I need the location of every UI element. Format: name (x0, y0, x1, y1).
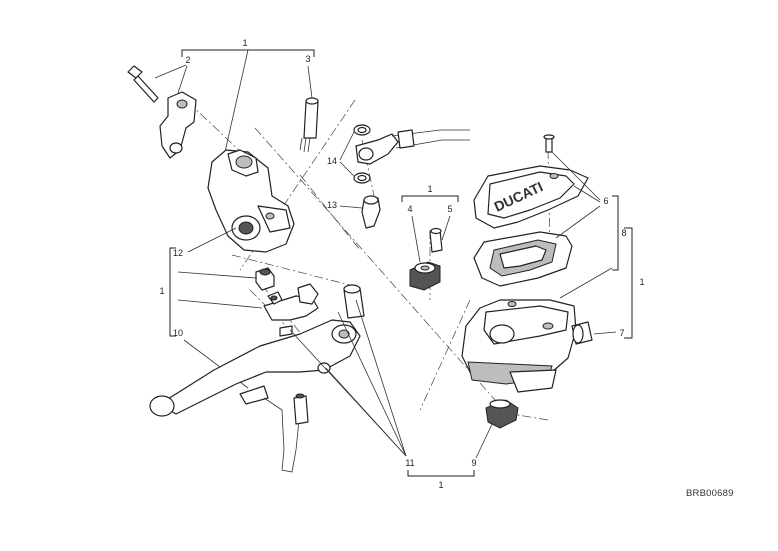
small-bush (255, 267, 275, 291)
clamp-screw (127, 65, 159, 103)
callout-10: 10 (173, 328, 183, 338)
callout-4: 4 (407, 204, 412, 214)
pivot-pin (299, 97, 319, 153)
lever-adjuster (263, 283, 319, 337)
rubber-boot (485, 399, 519, 429)
banjo-fitting: 14 13 (327, 124, 470, 229)
callout-group-right: 6 8 1 7 (551, 151, 645, 339)
callout-group-middle: 1 4 5 (401, 184, 459, 263)
reservoir-stud (429, 227, 443, 253)
callout-group-top: 1 2 3 (154, 38, 315, 153)
callout-1-mid: 1 (427, 184, 432, 194)
callout-2: 2 (185, 55, 190, 65)
lever-bush (343, 284, 365, 319)
fluid-reservoir (461, 299, 577, 393)
callout-1-left: 1 (159, 286, 164, 296)
callout-group-bottom-left: 11 1 9 (289, 299, 495, 490)
master-cylinder-body (207, 149, 295, 253)
callout-8: 8 (621, 228, 626, 238)
callout-1-right: 1 (639, 277, 644, 287)
callout-5: 5 (447, 204, 452, 214)
callout-11: 11 (405, 458, 414, 468)
callout-1-top: 1 (242, 38, 247, 48)
reservoir-grommet (409, 261, 441, 291)
callout-12: 12 (173, 248, 183, 258)
reservoir-cap-screw (543, 134, 555, 153)
brake-light-switch (239, 385, 309, 473)
callout-9: 9 (471, 458, 476, 468)
sight-glass-seal (571, 321, 593, 345)
callout-13: 13 (327, 200, 337, 210)
callout-group-left: 12 1 (159, 227, 263, 337)
callout-1-bottom: 1 (438, 480, 443, 490)
reservoir-diaphragm (473, 231, 573, 287)
drawing-code: BRB00689 (686, 488, 734, 499)
callout-6: 6 (603, 196, 608, 206)
callout-7: 7 (619, 328, 624, 338)
brake-lever: 10 (149, 319, 361, 417)
reservoir-cap: DUCATI (473, 165, 589, 229)
callout-14: 14 (327, 156, 337, 166)
callout-3: 3 (305, 54, 310, 64)
handlebar-clamp (159, 91, 197, 159)
